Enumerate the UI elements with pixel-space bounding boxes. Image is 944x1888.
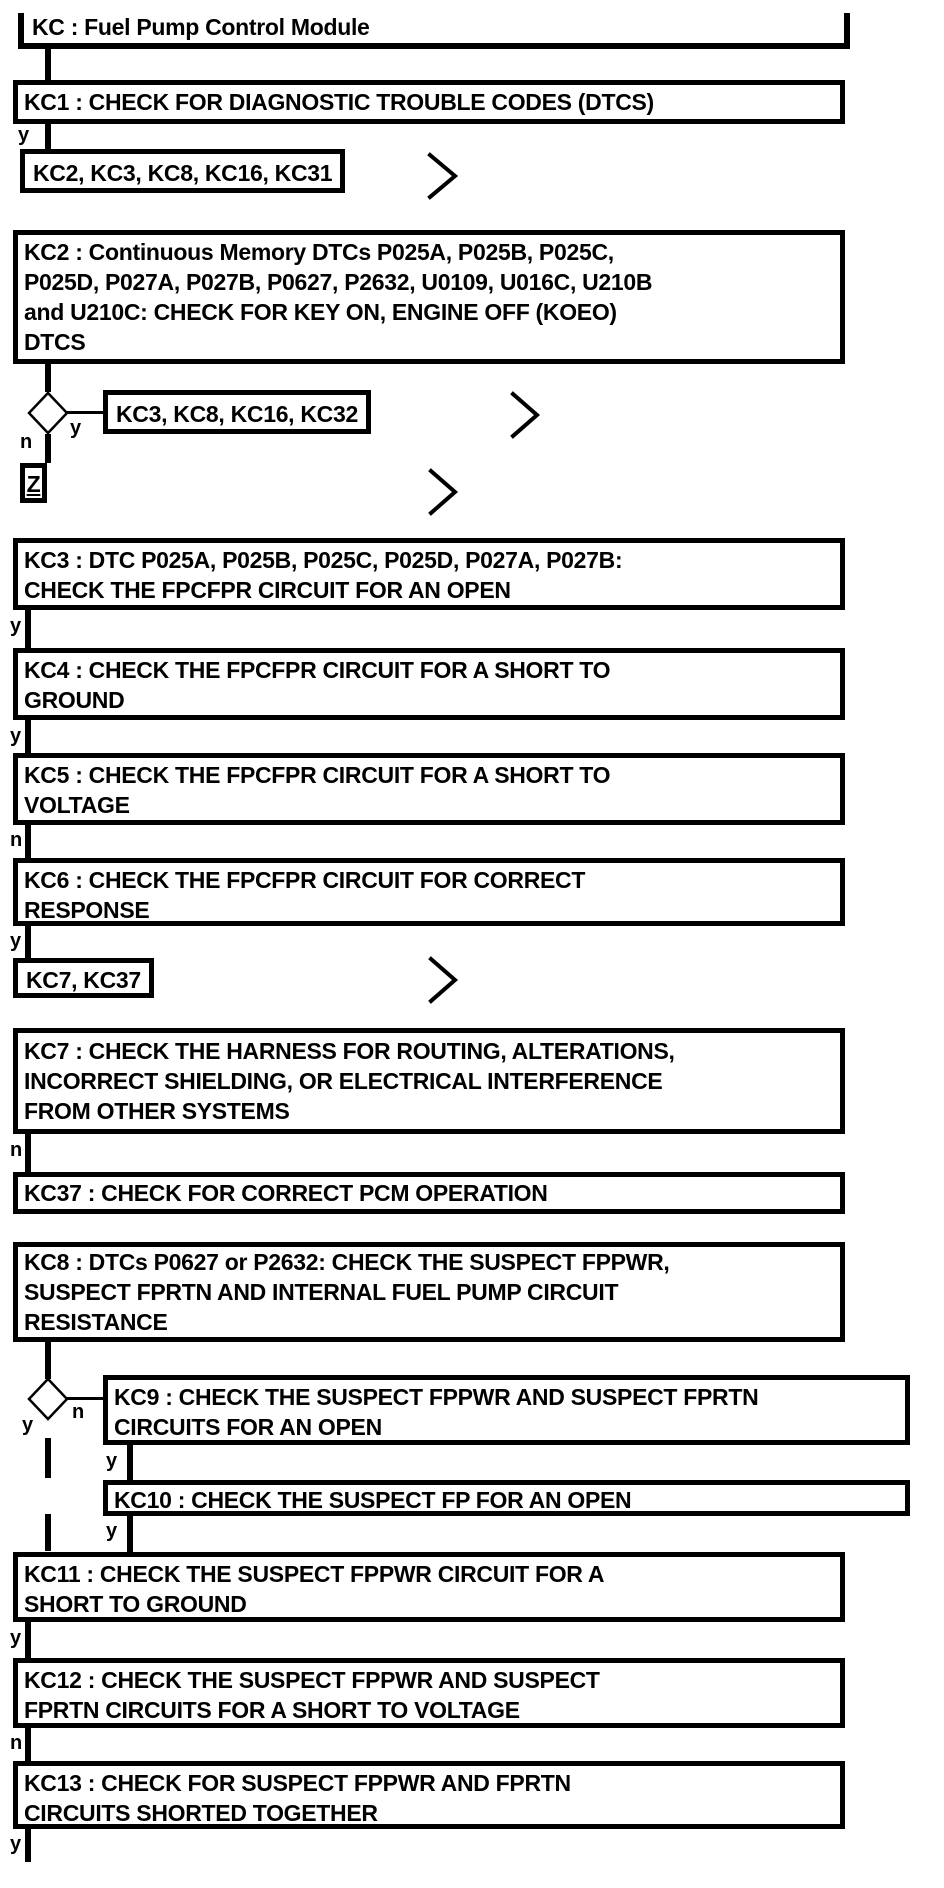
step-kc10[interactable]: KC10 : CHECK THE SUSPECT FP FOR AN OPEN [103, 1480, 910, 1516]
step-kc13[interactable]: KC13 : CHECK FOR SUSPECT FPPWR AND FPRTN… [13, 1761, 845, 1829]
connector-line [25, 926, 31, 958]
step-kc5[interactable]: KC5 : CHECK THE FPCFPR CIRCUIT FOR A SHO… [13, 753, 845, 825]
branch-label: y [10, 1833, 22, 1855]
step-kc9[interactable]: KC9 : CHECK THE SUSPECT FPPWR AND SUSPEC… [103, 1375, 910, 1445]
step-kc11[interactable]: KC11 : CHECK THE SUSPECT FPPWR CIRCUIT F… [13, 1552, 845, 1622]
connector-line-dashed [45, 1424, 51, 1551]
chevron-right-icon [428, 956, 459, 1004]
connector-line [45, 124, 51, 149]
step-kc2[interactable]: KC2 : Continuous Memory DTCs P025A, P025… [13, 230, 845, 364]
branch-label: y [10, 615, 22, 637]
jump-box-z[interactable]: Z [20, 463, 47, 503]
branch-label: n [10, 829, 23, 851]
chevron-right-icon [510, 391, 541, 439]
connector-line [25, 1728, 31, 1761]
flow-title-text: KC : Fuel Pump Control Module [32, 14, 370, 40]
step-kc8[interactable]: KC8 : DTCs P0627 or P2632: CHECK THE SUS… [13, 1242, 845, 1342]
connector-line [45, 49, 51, 80]
connector-line [127, 1445, 133, 1480]
branch-label: y [22, 1414, 34, 1436]
connector-line [25, 825, 31, 858]
step-kc6[interactable]: KC6 : CHECK THE FPCFPR CIRCUIT FOR CORRE… [13, 858, 845, 926]
jump-box-kc3-kc32[interactable]: KC3, KC8, KC16, KC32 [103, 390, 371, 434]
decision-diamond-icon [27, 391, 69, 435]
branch-label: y [10, 1627, 22, 1649]
branch-label: n [10, 1139, 23, 1161]
connector-line [67, 1397, 103, 1400]
jump-box-kc7-kc37[interactable]: KC7, KC37 [13, 958, 154, 998]
connector-line [45, 1342, 51, 1379]
step-kc37[interactable]: KC37 : CHECK FOR CORRECT PCM OPERATION [13, 1172, 845, 1214]
connector-line [25, 610, 31, 648]
step-kc1[interactable]: KC1 : CHECK FOR DIAGNOSTIC TROUBLE CODES… [13, 80, 845, 124]
decision-diamond-icon [27, 1377, 69, 1421]
jump-box-kc2-kc31[interactable]: KC2, KC3, KC8, KC16, KC31 [20, 149, 346, 193]
branch-label: y [10, 725, 22, 747]
branch-label: y [106, 1450, 118, 1472]
connector-line [127, 1516, 133, 1552]
connector-line [45, 364, 51, 392]
connector-line [25, 720, 31, 753]
branch-label: n [72, 1401, 85, 1423]
branch-label: y [70, 417, 82, 439]
connector-line [25, 1829, 31, 1862]
step-kc3[interactable]: KC3 : DTC P025A, P025B, P025C, P025D, P0… [13, 538, 845, 610]
connector-line [67, 411, 103, 414]
branch-label: y [10, 930, 22, 952]
chevron-right-icon [428, 468, 459, 516]
step-kc7[interactable]: KC7 : CHECK THE HARNESS FOR ROUTING, ALT… [13, 1028, 845, 1134]
connector-line [25, 1134, 31, 1172]
branch-label: n [20, 431, 33, 453]
flow-title: KC : Fuel Pump Control Module [18, 13, 850, 49]
connector-line [45, 434, 51, 463]
chevron-right-icon [427, 152, 459, 200]
branch-label: y [18, 124, 30, 146]
branch-label: n [10, 1732, 23, 1754]
step-kc12[interactable]: KC12 : CHECK THE SUSPECT FPPWR AND SUSPE… [13, 1658, 845, 1728]
branch-label: y [106, 1520, 118, 1542]
connector-line [25, 1622, 31, 1658]
step-kc4[interactable]: KC4 : CHECK THE FPCFPR CIRCUIT FOR A SHO… [13, 648, 845, 720]
